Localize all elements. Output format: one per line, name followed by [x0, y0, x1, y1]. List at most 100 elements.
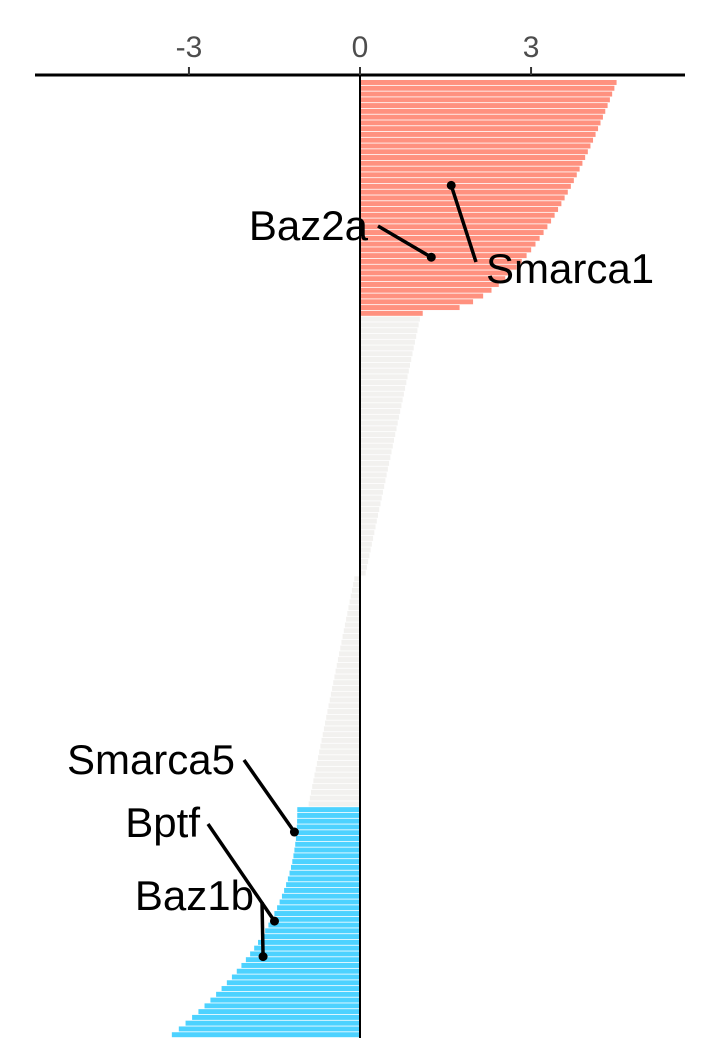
bar-neutral	[360, 530, 375, 536]
bar-neutral	[360, 426, 397, 432]
bar-neutral	[360, 339, 415, 345]
bar-up	[360, 103, 608, 109]
bar-neutral	[309, 795, 360, 801]
bar-down	[293, 853, 360, 859]
bar-neutral	[360, 518, 377, 524]
bar-neutral	[360, 391, 404, 397]
bar-up	[360, 155, 586, 160]
bar-up	[360, 247, 532, 253]
bar-up	[360, 230, 544, 236]
bar-neutral	[360, 328, 418, 334]
bar-up	[360, 212, 555, 218]
bar-neutral	[339, 651, 360, 657]
bar-neutral	[360, 449, 392, 455]
bar-neutral	[360, 420, 398, 426]
bar-neutral	[332, 685, 360, 691]
bar-neutral	[314, 772, 360, 778]
bar-up	[360, 178, 574, 184]
label-leader-line	[377, 224, 433, 259]
bar-neutral	[342, 634, 360, 639]
x-tick-label: 3	[523, 31, 540, 64]
bar-down	[250, 951, 360, 957]
bar-down	[281, 893, 360, 899]
bar-neutral	[360, 478, 386, 484]
bar-neutral	[346, 616, 360, 622]
bar-down	[185, 1020, 360, 1026]
bar-down	[294, 847, 360, 853]
bar-neutral	[360, 535, 374, 541]
bar-down	[295, 841, 360, 847]
bar-neutral	[360, 553, 370, 559]
bar-down	[216, 991, 360, 997]
bar-up	[360, 85, 615, 91]
bar-down	[258, 939, 360, 945]
bar-down	[204, 1003, 360, 1009]
gene-label: Baz1b	[135, 872, 254, 919]
bar-up	[360, 143, 591, 149]
bar-neutral	[326, 714, 360, 720]
bar-up	[360, 91, 613, 97]
bar-down	[236, 968, 360, 974]
bar-up	[360, 264, 517, 270]
bar-down	[290, 864, 360, 870]
bar-down	[289, 870, 360, 876]
gene-label: Smarca1	[486, 245, 654, 292]
bar-down	[297, 818, 360, 824]
bar-down	[286, 882, 360, 888]
bar-up	[360, 189, 568, 195]
bar-up	[360, 149, 588, 155]
bar-down	[192, 1014, 360, 1020]
bar-up	[360, 108, 606, 114]
bar-down	[254, 945, 360, 951]
bar-up	[360, 287, 492, 293]
bar-down	[261, 934, 360, 940]
x-axis-ticks: -3 0 3	[176, 31, 540, 75]
bar-neutral	[360, 357, 412, 362]
gene-label: Bptf	[125, 799, 200, 846]
bar-down	[284, 887, 360, 893]
bar-neutral	[360, 460, 390, 466]
bar-neutral	[360, 345, 414, 351]
bar-neutral	[360, 322, 419, 328]
bar-up	[360, 258, 522, 264]
bar-neutral	[348, 605, 360, 611]
x-tick-label: 0	[352, 31, 369, 64]
bar-down	[268, 922, 360, 928]
label-point	[446, 180, 456, 190]
bar-neutral	[330, 691, 360, 697]
bar-neutral	[360, 489, 383, 495]
bar-neutral	[360, 547, 371, 553]
bar-up	[360, 166, 580, 172]
label-point	[258, 952, 268, 962]
bar-up	[360, 305, 460, 311]
bar-neutral	[354, 576, 360, 582]
bar-neutral	[315, 766, 360, 772]
bar-neutral	[360, 437, 395, 443]
bar-up	[360, 276, 506, 282]
bar-neutral	[321, 737, 360, 743]
bar-down	[221, 986, 360, 992]
bar-up	[360, 114, 603, 120]
bar-neutral	[360, 333, 417, 339]
bar-neutral	[313, 778, 360, 784]
bar-up	[360, 195, 565, 201]
bar-down	[274, 911, 360, 917]
label-point	[289, 827, 299, 837]
bar-down	[287, 876, 360, 882]
bar-down	[279, 899, 360, 905]
bar-neutral	[329, 697, 360, 703]
bar-neutral	[360, 524, 376, 530]
bar-neutral	[343, 628, 360, 634]
bar-neutral	[360, 397, 403, 403]
bar-up	[360, 270, 512, 276]
bar-neutral	[360, 570, 366, 576]
label-point	[426, 252, 436, 262]
bar-up	[360, 137, 594, 143]
bar-up	[360, 97, 610, 103]
bar-up	[360, 235, 540, 241]
x-tick-label: -3	[176, 31, 203, 64]
bar-down	[297, 812, 360, 818]
bar-neutral	[360, 495, 382, 501]
bar-neutral	[360, 362, 411, 368]
